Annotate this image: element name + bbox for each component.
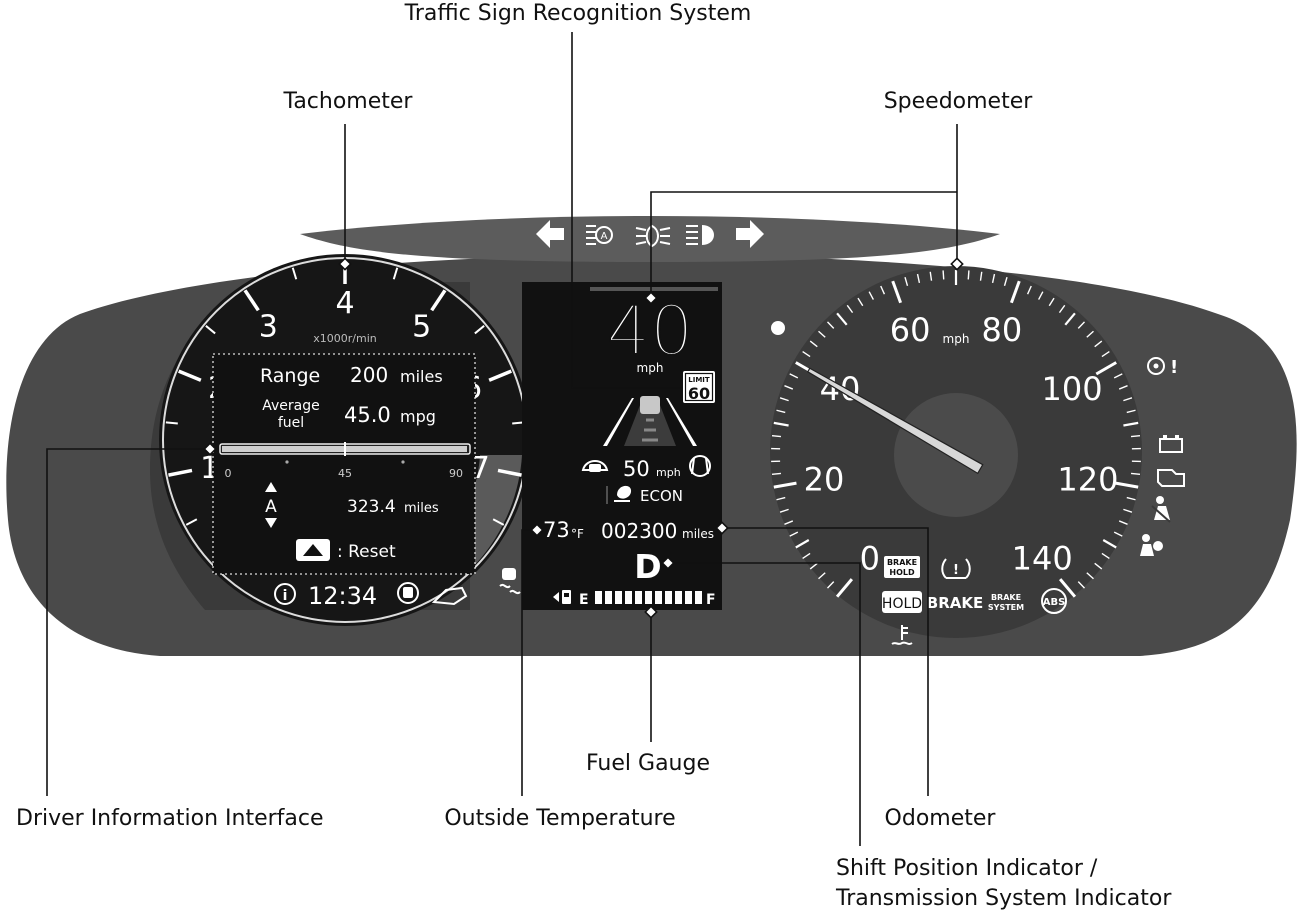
trip-letter: A (265, 497, 277, 517)
svg-text:ABS: ABS (1043, 597, 1066, 608)
tachometer-label: 3 (259, 309, 278, 344)
speedometer-label: 140 (1012, 540, 1073, 578)
callout-speedometer: Speedometer (884, 89, 1034, 114)
outside-temp-unit: °F (571, 527, 584, 541)
driver-info-panel (213, 354, 475, 574)
fuel-bar-segment (615, 591, 622, 604)
speedometer-tick (1131, 473, 1140, 474)
reset-button-icon (296, 539, 330, 561)
trip-unit: miles (404, 501, 439, 516)
callout-shift-line-1: Shift Position Indicator / (836, 856, 1098, 881)
clock: 12:34 (308, 582, 377, 610)
avg-fuel-value: 45.0 (344, 403, 391, 427)
fuel-bar-segment (595, 591, 602, 604)
callout-outside-temp: Outside Temperature (444, 806, 675, 831)
scale-45: 45 (338, 467, 352, 480)
fuel-full-label: F (706, 592, 716, 608)
acc-speed: 50 (623, 457, 650, 481)
callout-tachometer: Tachometer (283, 89, 414, 114)
fuel-bar-segment (605, 591, 612, 604)
speedometer-label: 100 (1042, 370, 1103, 408)
brake-system-indicator-2: SYSTEM (988, 603, 1024, 612)
brake-hold-indicator: BRAKE HOLD (884, 556, 920, 578)
brake-indicator: BRAKE (927, 594, 983, 612)
speedometer: 020406080100120140 mph (770, 266, 1142, 638)
speed-limit-value: 60 (688, 384, 710, 403)
callout-traffic-sign: Traffic Sign Recognition System (404, 1, 752, 26)
gear-position: D (634, 547, 661, 586)
hold-indicator: HOLD (882, 591, 922, 613)
brake-system-indicator-1: BRAKE (991, 593, 1021, 602)
range-unit: miles (400, 367, 443, 386)
fuel-bar-segment (695, 591, 702, 604)
fuel-bar-segment (655, 591, 662, 604)
fuel-bar-segment (645, 591, 652, 604)
svg-text:HOLD: HOLD (882, 596, 922, 612)
fuel-bar-segment (685, 591, 692, 604)
speedometer-tick (943, 270, 944, 279)
svg-text:HOLD: HOLD (889, 568, 915, 577)
svg-text:A: A (601, 231, 608, 242)
fuel-empty-label: E (579, 592, 589, 608)
scale-90: 90 (449, 467, 463, 480)
avg-fuel-label-1: Average (262, 398, 320, 414)
speed-limit-sign: LIMIT 60 (683, 371, 715, 403)
digital-speed: 40 (607, 292, 694, 371)
svg-text:!: ! (953, 563, 959, 578)
callout-driver-info: Driver Information Interface (16, 806, 324, 831)
speedometer-label: 120 (1057, 460, 1118, 498)
speedometer-tick (1131, 436, 1140, 437)
avg-fuel-label-2: fuel (278, 415, 304, 431)
speedometer-tick (772, 473, 781, 474)
indicator-dot (771, 321, 785, 335)
svg-text:i: i (283, 588, 288, 604)
svg-text:BRAKE: BRAKE (887, 558, 917, 567)
fuel-gauge-bars (595, 591, 702, 604)
odometer-unit: miles (682, 527, 714, 541)
speedometer-label: 20 (804, 460, 845, 498)
svg-text:!: ! (1170, 357, 1178, 378)
digital-speed-unit: mph (637, 361, 664, 375)
speedometer-tick (772, 436, 781, 437)
fuel-bar-segment (625, 591, 632, 604)
trip-value: 323.4 (347, 497, 396, 517)
fuel-bar-segment (665, 591, 672, 604)
speedometer-label: 60 (890, 311, 931, 349)
tachometer-label: 5 (412, 309, 431, 344)
cluster-top-lip (300, 216, 1000, 262)
fuel-bar-segment (635, 591, 642, 604)
tachometer-tick (166, 422, 178, 423)
range-label: Range (260, 365, 320, 387)
acc-speed-unit: mph (656, 466, 681, 479)
callout-odometer: Odometer (885, 806, 997, 831)
reset-label: : Reset (337, 542, 396, 562)
scale-0: 0 (225, 467, 232, 480)
avg-fuel-unit: mpg (400, 407, 436, 426)
speedometer-unit: mph (943, 332, 970, 346)
callout-shift-line-2: Transmission System Indicator (835, 886, 1172, 911)
speedometer-label: 0 (860, 540, 880, 578)
tachometer-unit: x1000r/min (313, 332, 377, 345)
speedometer-label: 80 (981, 311, 1022, 349)
speedometer-tick (968, 270, 969, 279)
speed-limit-label: LIMIT (688, 376, 710, 384)
odometer-value: 002300 (601, 519, 677, 543)
outside-temp: 73 (543, 518, 570, 542)
tachometer-label: 4 (335, 286, 354, 321)
callout-fuel-gauge: Fuel Gauge (586, 751, 710, 776)
fuel-bar-segment (675, 591, 682, 604)
range-value: 200 (350, 363, 388, 387)
econ-label: ECON (640, 487, 683, 505)
